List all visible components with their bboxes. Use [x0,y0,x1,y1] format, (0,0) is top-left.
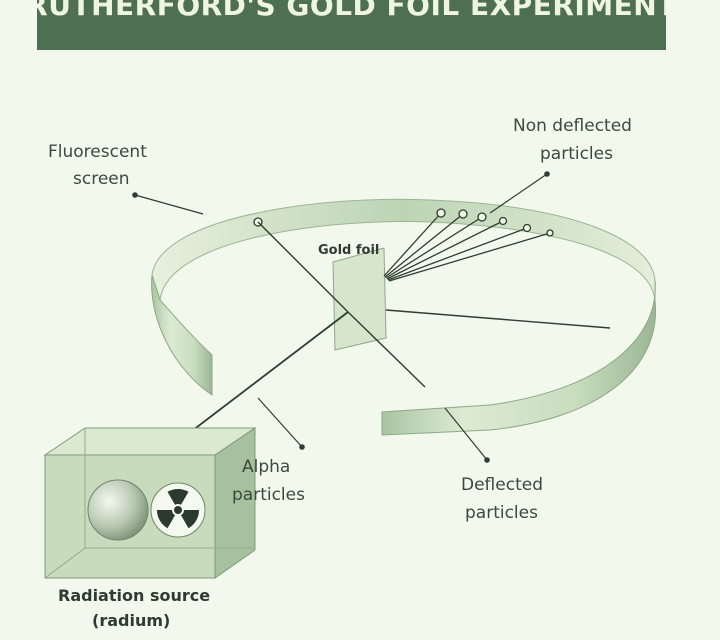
label-alpha-line2: particles [232,485,305,505]
screen-inner-back [151,198,656,301]
gold-foil [332,247,387,351]
deflected-rays [257,221,611,388]
screen-front-right [381,279,657,436]
alpha-beam [179,311,349,441]
ray-2 [384,213,464,278]
ray-1 [383,212,442,277]
leader-alpha [257,397,303,448]
box-edge [44,547,86,579]
leader-fluorescent [134,194,204,215]
ray-5 [387,227,528,281]
label-alpha-line1: Alpha [242,457,290,477]
label-radiation-source-line1: Radiation source [58,586,210,605]
non-deflected-rays [383,212,551,282]
impact-point [458,209,468,219]
impact-point [498,216,508,226]
leader-dot [544,171,550,177]
deflected-ray-front [347,311,426,388]
label-deflected-line1: Deflected [461,475,543,495]
leader-dot [299,444,305,450]
box-side [214,427,256,579]
ray-6 [388,232,551,282]
radiation-icon [150,482,206,538]
leader-non-deflected [489,173,548,214]
impact-point [522,223,532,233]
label-radiation-source-line2: (radium) [92,611,170,630]
radium-sphere-icon [87,479,149,541]
label-fluorescent-screen-line1: Fluorescent [48,142,147,162]
diagram-title: RUTHERFORD'S GOLD FOIL EXPERIMENT [37,0,666,22]
label-non-deflected-line2: particles [540,144,613,164]
label-non-deflected-line1: Non deflected [513,116,632,136]
title-bar: RUTHERFORD'S GOLD FOIL EXPERIMENT [37,0,666,50]
impact-point [477,212,487,222]
leader-deflected [444,407,488,461]
ray-3 [385,216,483,279]
deflected-ray-back [257,221,349,313]
leader-lines [132,171,550,463]
ray-4 [386,220,504,280]
impact-point [546,229,554,237]
label-deflected-line2: particles [465,503,538,523]
label-fluorescent-screen-line2: screen [73,169,130,189]
screen-front-left [151,274,213,396]
leader-dot [132,192,138,198]
radiation-source-box [43,427,257,579]
label-gold-foil: Gold foil [318,243,379,258]
leader-dot [484,457,490,463]
deflected-ray-right [385,309,611,329]
impact-point [436,208,446,218]
